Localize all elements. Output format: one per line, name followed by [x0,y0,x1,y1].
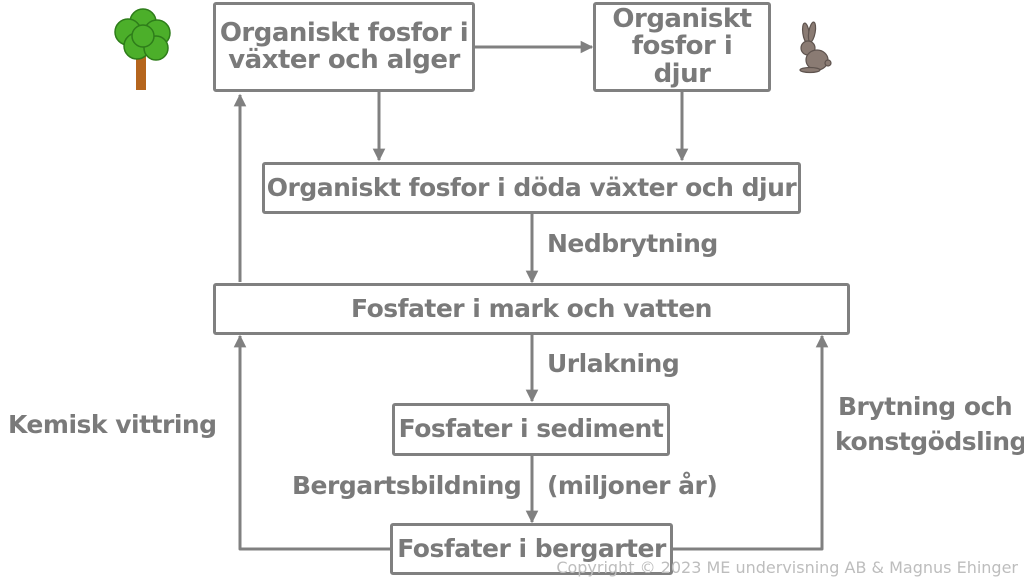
label-rock-formation: Bergartsbildning [292,471,522,500]
box-phosphates-soil-water-label: Fosfater i mark och vatten [351,293,712,323]
box-phosphates-sediment-label: Fosfater i sediment [398,414,664,444]
label-mining-fertilizing-line2: konstgödsling [835,427,1024,456]
arrow-rock-to-soil-mining [673,334,829,551]
box-organic-animals: Organiskt fosfor i djur [593,2,771,92]
box-phosphates-rock-label: Fosfater i bergarter [397,533,666,563]
label-rock-formation-time: (miljoner år) [547,471,718,500]
label-chemical-weathering: Kemisk vittring [8,410,217,439]
box-organic-animals-label: Organiskt fosfor i djur [612,4,752,89]
tree-icon [114,8,171,90]
box-phosphates-sediment: Fosfater i sediment [392,403,670,456]
box-organic-dead-label: Organiskt fosfor i döda växter och djur [266,172,797,202]
label-mining-fertilizing-line1: Brytning och [838,392,1013,421]
box-organic-plants: Organiskt fosfor i växter och alger [213,2,475,92]
label-decomposition: Nedbrytning [547,229,718,258]
copyright-notice: Copyright © 2023 ME undervisning AB & Ma… [556,558,1018,577]
label-leaching: Urlakning [547,349,680,378]
box-phosphates-rock: Fosfater i bergarter [390,523,673,575]
box-phosphates-soil-water: Fosfater i mark och vatten [213,283,850,335]
arrow-rock-to-soil-weathering [233,334,390,551]
rabbit-icon [799,21,832,74]
box-organic-plants-label: Organiskt fosfor i växter och alger [219,17,469,75]
box-organic-dead: Organiskt fosfor i döda växter och djur [262,162,801,214]
